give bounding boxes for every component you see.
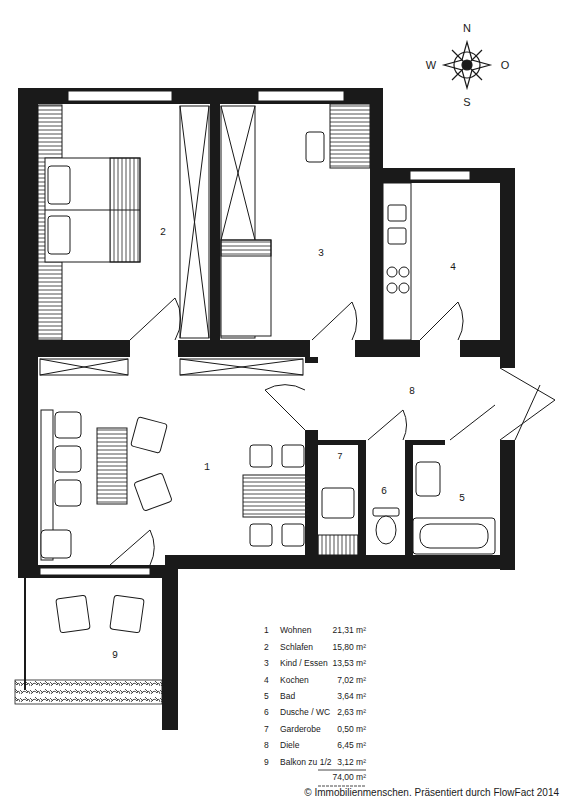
windows — [40, 91, 470, 575]
room-name: Dusche / WC — [280, 708, 330, 717]
room-name: Kind / Essen — [280, 659, 328, 668]
walls — [18, 88, 515, 730]
room-number: 1 — [204, 462, 210, 473]
room-number: 8 — [409, 386, 415, 397]
doors — [110, 298, 555, 565]
table-number: 3 — [264, 659, 269, 668]
room-number: 5 — [459, 493, 465, 504]
room-number: 3 — [318, 248, 324, 259]
room-name: Diele — [280, 741, 299, 750]
compass-letter: S — [463, 96, 470, 108]
area-value: 6,45 m² — [337, 741, 366, 750]
room-name: Wohnen — [280, 626, 312, 635]
table-number: 4 — [264, 676, 269, 685]
area-value: 2,63 m² — [337, 708, 366, 717]
table-number: 9 — [264, 758, 269, 767]
room-name: Balkon zu 1/2 — [280, 758, 332, 767]
table-number: 5 — [264, 692, 269, 701]
room-number: 2 — [160, 227, 166, 238]
room-number: 9 — [112, 650, 118, 661]
compass-rose — [444, 42, 490, 88]
compass-letter: O — [501, 59, 510, 71]
table-number: 8 — [264, 741, 269, 750]
room-name: Garderobe — [280, 725, 321, 734]
compass-letter: N — [463, 22, 471, 34]
table-rules — [318, 770, 366, 789]
area-value: 0,50 m² — [337, 725, 366, 734]
room-name: Bad — [280, 692, 295, 701]
room-number: 6 — [381, 486, 387, 497]
area-value: 7,02 m² — [337, 676, 366, 685]
area-value: 15,80 m² — [332, 643, 366, 652]
area-value: 21,31 m² — [332, 626, 366, 635]
compass-letter: W — [426, 59, 436, 71]
furniture — [38, 104, 495, 633]
room-number: 7 — [337, 453, 342, 463]
room-number: 4 — [450, 262, 456, 273]
table-number: 2 — [264, 643, 269, 652]
area-value: 3,12 m² — [337, 758, 366, 767]
area-total: 74,00 m² — [332, 773, 366, 782]
table-number: 6 — [264, 708, 269, 717]
copyright: © Immobilienmenschen. Präsentiert durch … — [304, 787, 559, 798]
room-name: Schlafen — [280, 643, 313, 652]
built-ins — [40, 106, 303, 375]
area-value: 13,53 m² — [332, 659, 366, 668]
balcony — [15, 578, 162, 704]
table-number: 7 — [264, 725, 269, 734]
area-value: 3,64 m² — [337, 692, 366, 701]
room-name: Kochen — [280, 676, 309, 685]
table-number: 1 — [264, 626, 269, 635]
